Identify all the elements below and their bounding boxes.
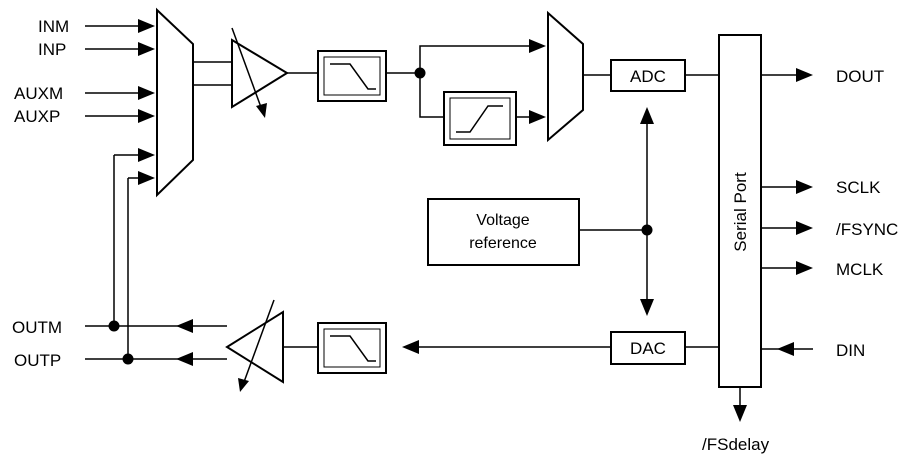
- label-inp: INP: [38, 40, 66, 59]
- voltage-reference-label-line2: reference: [469, 235, 537, 252]
- reference-bus: [640, 107, 654, 316]
- label-fsync: /FSYNC: [836, 220, 898, 239]
- dac-to-filter-wire: [402, 340, 611, 354]
- output-wires: [85, 319, 227, 366]
- adc-input-mux: [547, 10, 584, 143]
- voltage-reference-block: [427, 198, 580, 266]
- adc-label: ADC: [630, 67, 666, 86]
- label-outm: OUTM: [12, 318, 62, 337]
- input-pga-amplifier: [231, 27, 289, 118]
- dac-lowpass-filter: [317, 322, 387, 374]
- junction-dot-outm: [108, 320, 120, 332]
- adc-block: [610, 59, 686, 92]
- adc-lowpass-filter: [317, 50, 387, 102]
- serial-port-block: [718, 34, 762, 388]
- voltage-reference-label-line1: Voltage: [476, 212, 529, 229]
- dac-block: [610, 331, 686, 365]
- loopback-wires: [113, 155, 129, 359]
- input-wires: [85, 19, 155, 185]
- label-mclk: MCLK: [836, 260, 884, 279]
- label-auxm: AUXM: [14, 84, 63, 103]
- output-amplifier: [225, 299, 284, 392]
- highpass-filter: [443, 91, 517, 146]
- serial-pin-wires: [733, 68, 813, 422]
- label-sclk: SCLK: [836, 178, 881, 197]
- label-inm: INM: [38, 17, 69, 36]
- serial-port-label: Serial Port: [731, 172, 750, 252]
- label-din: DIN: [836, 341, 865, 360]
- filter-to-mux-wires: [419, 39, 546, 124]
- dac-label: DAC: [630, 339, 666, 358]
- label-auxp: AUXP: [14, 107, 60, 126]
- input-mux: [156, 7, 194, 198]
- label-fsdelay: /FSdelay: [702, 435, 770, 454]
- label-dout: DOUT: [836, 67, 884, 86]
- label-outp: OUTP: [14, 351, 61, 370]
- junction-dot-outp: [122, 353, 134, 365]
- mux-to-pga-wires: [193, 61, 232, 86]
